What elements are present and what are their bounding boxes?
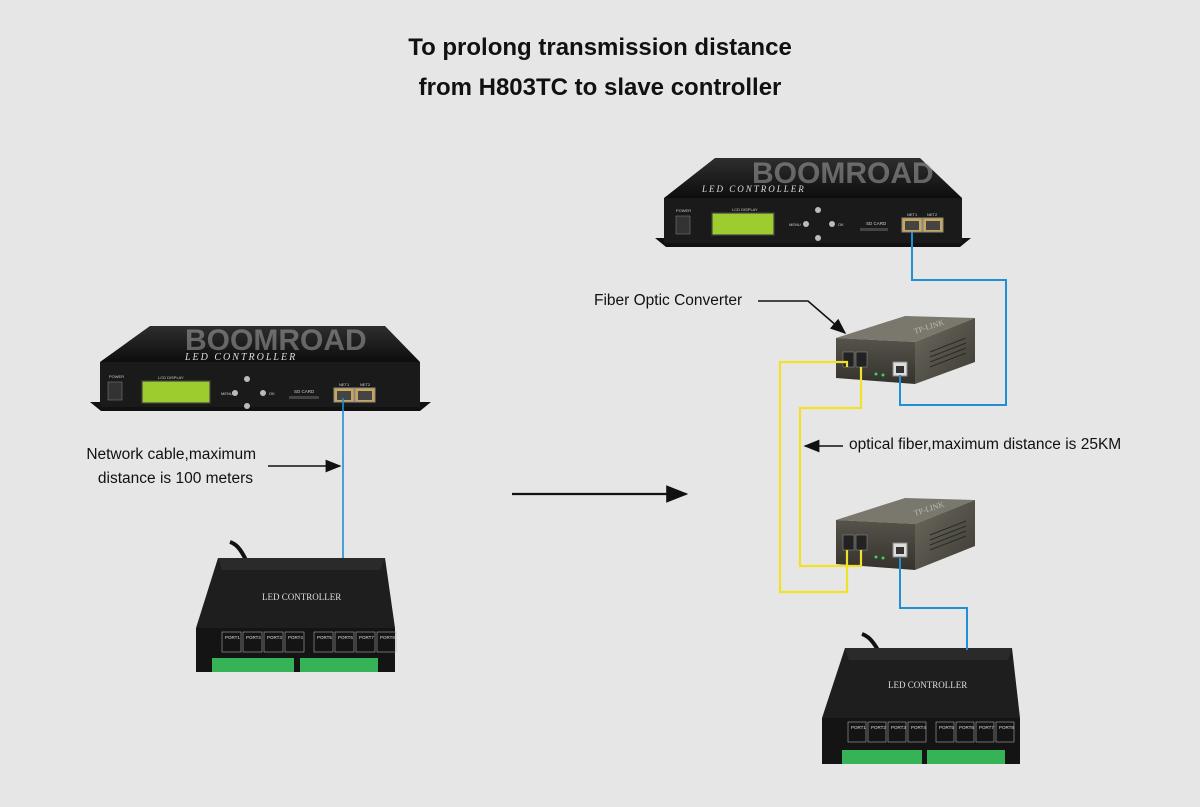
- fiber-converter-label: Fiber Optic Converter: [594, 292, 743, 309]
- optical-fiber-a: [778, 360, 849, 594]
- fiber-converter-top: TP-LINK: [836, 316, 975, 384]
- lcd-label: LCD DISPLAY: [158, 375, 184, 380]
- fiber-port-d-icon: [855, 534, 868, 551]
- watermark-left: BOOMROAD: [185, 324, 367, 357]
- terminal-block-left-b: [300, 658, 378, 672]
- slave-right-port-label: PORT3: [891, 725, 906, 730]
- slave-left-port-box: [221, 631, 242, 653]
- net1-right-label: NET1: [907, 212, 918, 217]
- optical-fiber-label: optical fiber,maximum distance is 25KM: [849, 436, 1122, 453]
- ok-label: OK: [269, 391, 275, 396]
- slave-right-port-label: PORT6: [959, 725, 974, 730]
- slave-left-port-label: PORT5: [317, 635, 332, 640]
- network-cable-label-line1: Network cable,maximum: [86, 446, 256, 463]
- sd-card-right-label: SD CARD: [866, 221, 887, 226]
- slave-right-port-label: PORT7: [979, 725, 994, 730]
- sd-card-slot-icon: [289, 396, 319, 399]
- slave-left-port-box: [284, 631, 305, 653]
- lcd-right-label: LCD DISPLAY: [732, 207, 758, 212]
- ok-button-right-icon: [829, 221, 835, 227]
- down-button-right-icon: [815, 235, 821, 241]
- power-right-label: POWER: [676, 208, 691, 213]
- up-button-right-icon: [815, 207, 821, 213]
- slave-left-port-label: PORT4: [288, 635, 303, 640]
- port-labels-left: PORT1 PORT2 PORT3 PORT4 PORT5 PORT6 PORT7 PORT8: [221, 631, 397, 653]
- net1-label: NET1: [339, 382, 350, 387]
- slave-left-port-label: PORT7: [359, 635, 374, 640]
- terminal-block-right-b: [927, 750, 1005, 764]
- slave-right-label: LED CONTROLLER: [888, 680, 967, 690]
- master-controller-right: LED CONTROLLER POWER LCD DISPLAY MENU OK…: [655, 157, 971, 247]
- ok-button-icon: [260, 390, 266, 396]
- slave-left-port-box: [355, 631, 376, 653]
- up-button-icon: [244, 376, 250, 382]
- slave-left-port-box: [242, 631, 263, 653]
- slave-right-port-label: PORT2: [871, 725, 886, 730]
- lcd-display-right-icon: [711, 212, 775, 236]
- net2-label: NET2: [360, 382, 371, 387]
- slave-right-port-box: [955, 721, 975, 743]
- slave-right-port-box: [887, 721, 907, 743]
- watermark-right: BOOMROAD: [752, 157, 934, 190]
- fiber-port-a-icon: [842, 351, 855, 368]
- slave-left-port-box: [334, 631, 355, 653]
- net2-right-label: NET2: [927, 212, 938, 217]
- power-label: POWER: [109, 374, 124, 379]
- lcd-display-icon: [141, 380, 211, 404]
- network-cable-converter-to-slave: [899, 558, 968, 650]
- slave-right-port-box: [995, 721, 1015, 743]
- slave-left-port-label: PORT1: [225, 635, 240, 640]
- slave-left-port-box: [313, 631, 334, 653]
- slave-right-port-label: PORT4: [911, 725, 926, 730]
- menu-button-right-icon: [803, 221, 809, 227]
- menu-button-icon: [232, 390, 238, 396]
- diagram-title-line2: from H803TC to slave controller: [418, 74, 782, 101]
- slave-right-port-box: [847, 721, 867, 743]
- network-cable-label-line2: distance is 100 meters: [97, 470, 253, 487]
- slave-right-port-label: PORT8: [999, 725, 1014, 730]
- slave-right-port-box: [975, 721, 995, 743]
- optical-fiber-b: [798, 367, 863, 568]
- slave-left-port-box: [376, 631, 397, 653]
- slave-left-label: LED CONTROLLER: [262, 592, 341, 602]
- slave-right-port-box: [935, 721, 955, 743]
- slave-left-port-label: PORT6: [338, 635, 353, 640]
- master-right-brand-text: LED CONTROLLER: [701, 184, 806, 194]
- sd-card-slot-right-icon: [860, 228, 888, 231]
- fiber-converter-bottom: TP-LINK: [836, 498, 975, 570]
- slave-right-port-box: [867, 721, 887, 743]
- network-cable-master-to-converter: [899, 232, 1007, 406]
- fiber-port-b-icon: [855, 351, 868, 368]
- power-switch-right-icon: [675, 215, 691, 235]
- slave-left-port-label: PORT2: [246, 635, 261, 640]
- diagram-title-line1: To prolong transmission distance: [408, 34, 792, 61]
- slave-right-port-box: [907, 721, 927, 743]
- down-button-icon: [244, 403, 250, 409]
- terminal-block-right-a: [842, 750, 922, 764]
- port-labels-right: PORT1 PORT2 PORT3 PORT4 PORT5 PORT6 PORT7 PORT8: [847, 721, 1015, 743]
- fiber-port-c-icon: [842, 534, 855, 551]
- menu-label: MENU: [221, 391, 233, 396]
- sd-card-label: SD CARD: [294, 389, 315, 394]
- slave-controller-right: LED CONTROLLER PORT1 PORT2 PORT3 PORT4 PORT5…: [822, 632, 1020, 764]
- slave-left-port-label: PORT3: [267, 635, 282, 640]
- power-switch-icon: [107, 381, 123, 401]
- terminal-block-left-a: [212, 658, 294, 672]
- fiber-converter-arrow: [758, 300, 847, 335]
- ok-right-label: OK: [838, 222, 844, 227]
- menu-right-label: MENU: [789, 222, 801, 227]
- slave-right-port-label: PORT1: [851, 725, 866, 730]
- slave-right-port-label: PORT5: [939, 725, 954, 730]
- master-brand-text: LED CONTROLLER: [184, 352, 297, 363]
- slave-controller-left: LED CONTROLLER PORT1 PORT2 PORT3 PORT4 PORT5…: [196, 540, 397, 672]
- slave-left-port-box: [263, 631, 284, 653]
- master-controller-left: LED CONTROLLER POWER LCD DISPLAY MENU OK…: [90, 324, 431, 411]
- slave-left-port-label: PORT8: [380, 635, 395, 640]
